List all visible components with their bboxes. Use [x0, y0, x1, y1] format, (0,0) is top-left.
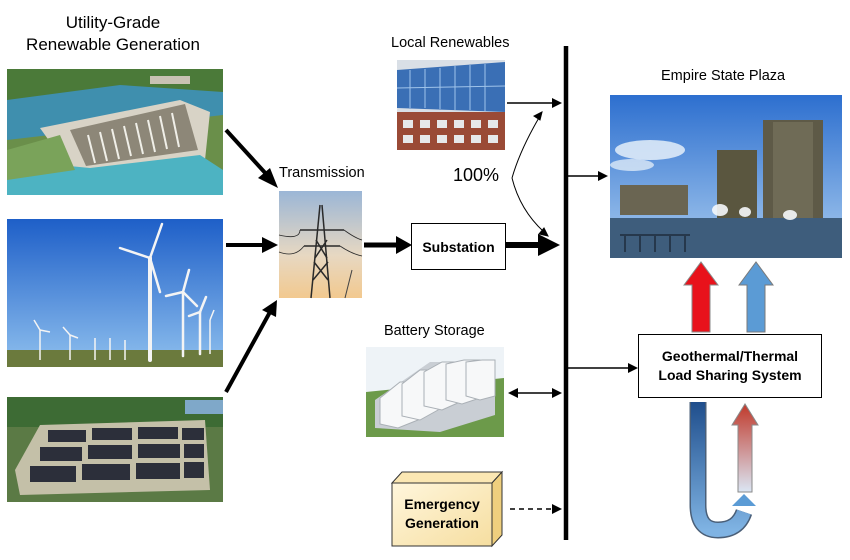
utility-to-transmission-arrows — [224, 128, 278, 393]
battery-bidirectional-arrow — [508, 388, 562, 398]
local-renewables-image — [396, 60, 506, 150]
solar-farm-image — [7, 397, 223, 502]
empire-state-plaza-title: Empire State Plaza — [661, 68, 786, 84]
utility-generation-title: Utility-Grade Renewable Generation — [26, 13, 200, 54]
geothermal-loop-pipe — [689, 402, 756, 539]
emergency-dashed-arrow — [510, 504, 562, 514]
substation-box: Substation — [411, 223, 506, 270]
local-renewables-title: Local Renewables — [391, 35, 510, 51]
transmission-to-substation-arrow — [364, 236, 412, 254]
percent-label: 100% — [453, 165, 500, 185]
hot-up-arrow — [683, 261, 719, 333]
geothermal-box: Geothermal/Thermal Load Sharing System — [638, 334, 822, 398]
substation-to-bus-arrow — [505, 234, 560, 256]
emergency-generation-label: Emergency Generation — [404, 496, 480, 531]
percent-indicator-arrows — [511, 111, 549, 237]
bus-to-geothermal-arrow — [568, 363, 638, 373]
battery-storage-title: Battery Storage — [384, 323, 485, 339]
transmission-title: Transmission — [279, 165, 365, 181]
cold-up-arrow — [738, 261, 774, 333]
empire-state-plaza-image — [610, 95, 842, 258]
wind-turbines-image — [7, 219, 223, 367]
battery-storage-image — [366, 347, 504, 437]
geothermal-hot-return-arrow — [731, 403, 759, 493]
dam-image — [7, 69, 223, 195]
local-to-bus-arrow — [507, 98, 562, 108]
geothermal-label: Geothermal/Thermal Load Sharing System — [658, 348, 802, 383]
transmission-tower-image — [278, 191, 363, 299]
substation-label: Substation — [422, 238, 495, 255]
bus-to-plaza-arrow — [568, 171, 608, 181]
